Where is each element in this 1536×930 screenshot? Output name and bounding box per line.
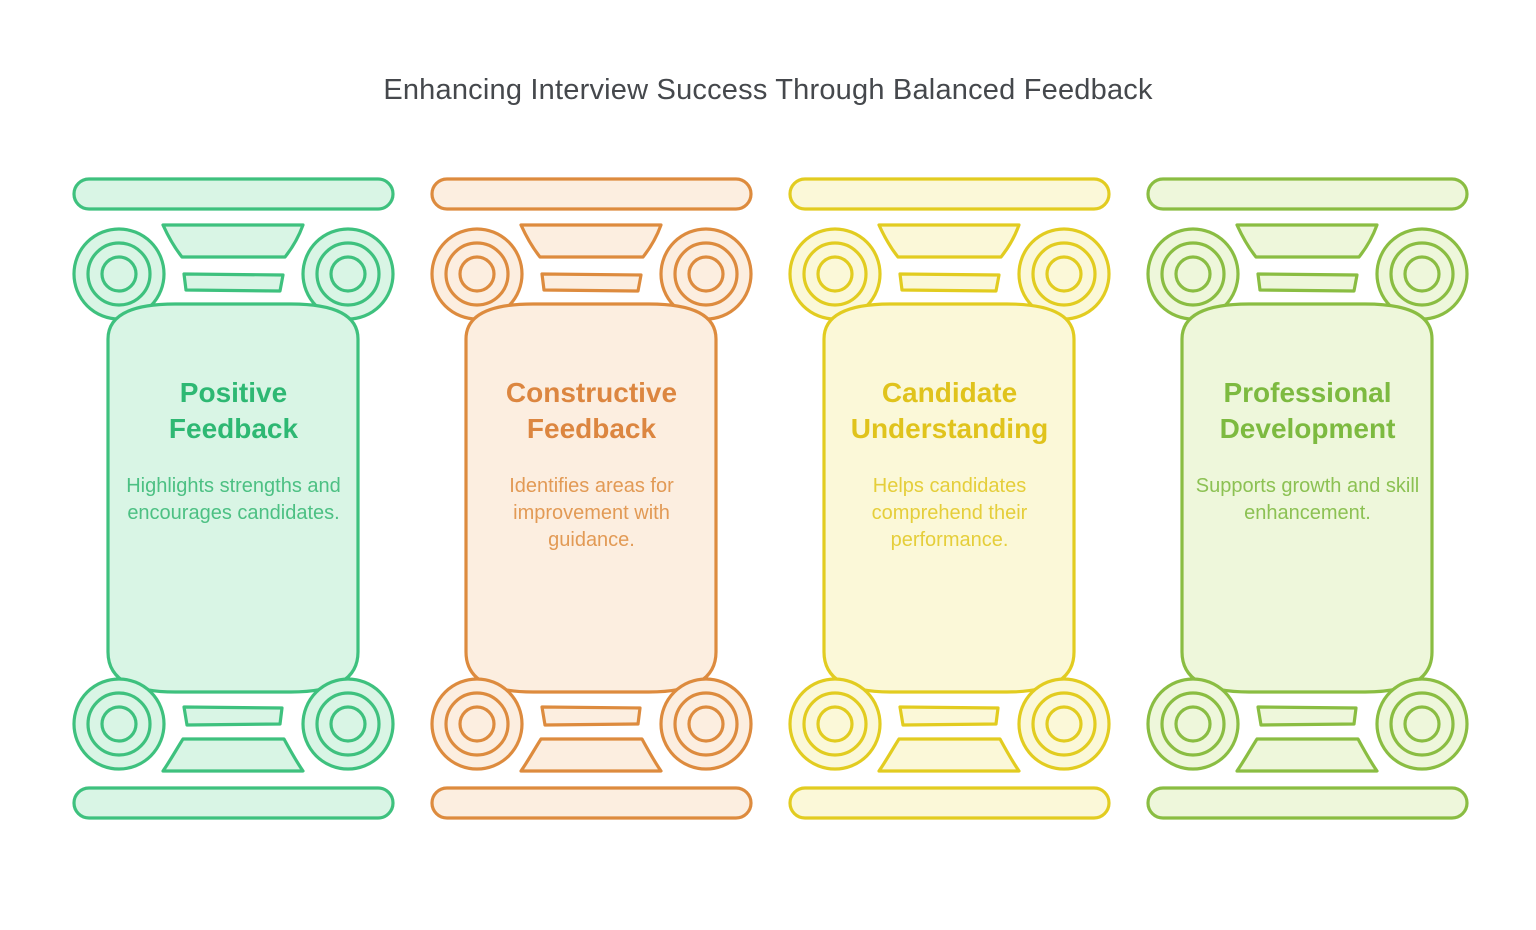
pillar-positive-feedback: Positive Feedback Highlights strengths a… bbox=[72, 177, 395, 823]
pillar-candidate-understanding: Candidate Understanding Helps candidates… bbox=[788, 177, 1111, 823]
pillar-text-block: Constructive Feedback Identifies areas f… bbox=[430, 375, 753, 554]
pillar-professional-development: Professional Development Supports growth… bbox=[1146, 177, 1469, 823]
pillar-description: Supports growth and skill enhancement. bbox=[1195, 475, 1420, 524]
pillar-heading: Professional Development bbox=[1219, 377, 1396, 444]
pillar-description: Helps candidates comprehend their perfor… bbox=[871, 475, 1028, 551]
pillar-text-block: Professional Development Supports growth… bbox=[1146, 375, 1469, 527]
pillar-description: Identifies areas for improvement with gu… bbox=[509, 475, 674, 551]
infographic-canvas: Enhancing Interview Success Through Bala… bbox=[0, 74, 1536, 930]
pillar-text-block: Candidate Understanding Helps candidates… bbox=[788, 375, 1111, 554]
pillars-row: Positive Feedback Highlights strengths a… bbox=[0, 177, 1536, 823]
pillar-constructive-feedback: Constructive Feedback Identifies areas f… bbox=[430, 177, 753, 823]
pillar-description: Highlights strengths and encourages cand… bbox=[126, 475, 341, 524]
pillar-heading: Constructive Feedback bbox=[505, 377, 678, 444]
page-title: Enhancing Interview Success Through Bala… bbox=[383, 74, 1153, 106]
pillar-heading: Positive Feedback bbox=[168, 377, 299, 444]
pillar-text-block: Positive Feedback Highlights strengths a… bbox=[72, 375, 395, 527]
pillar-heading: Candidate Understanding bbox=[850, 377, 1049, 444]
